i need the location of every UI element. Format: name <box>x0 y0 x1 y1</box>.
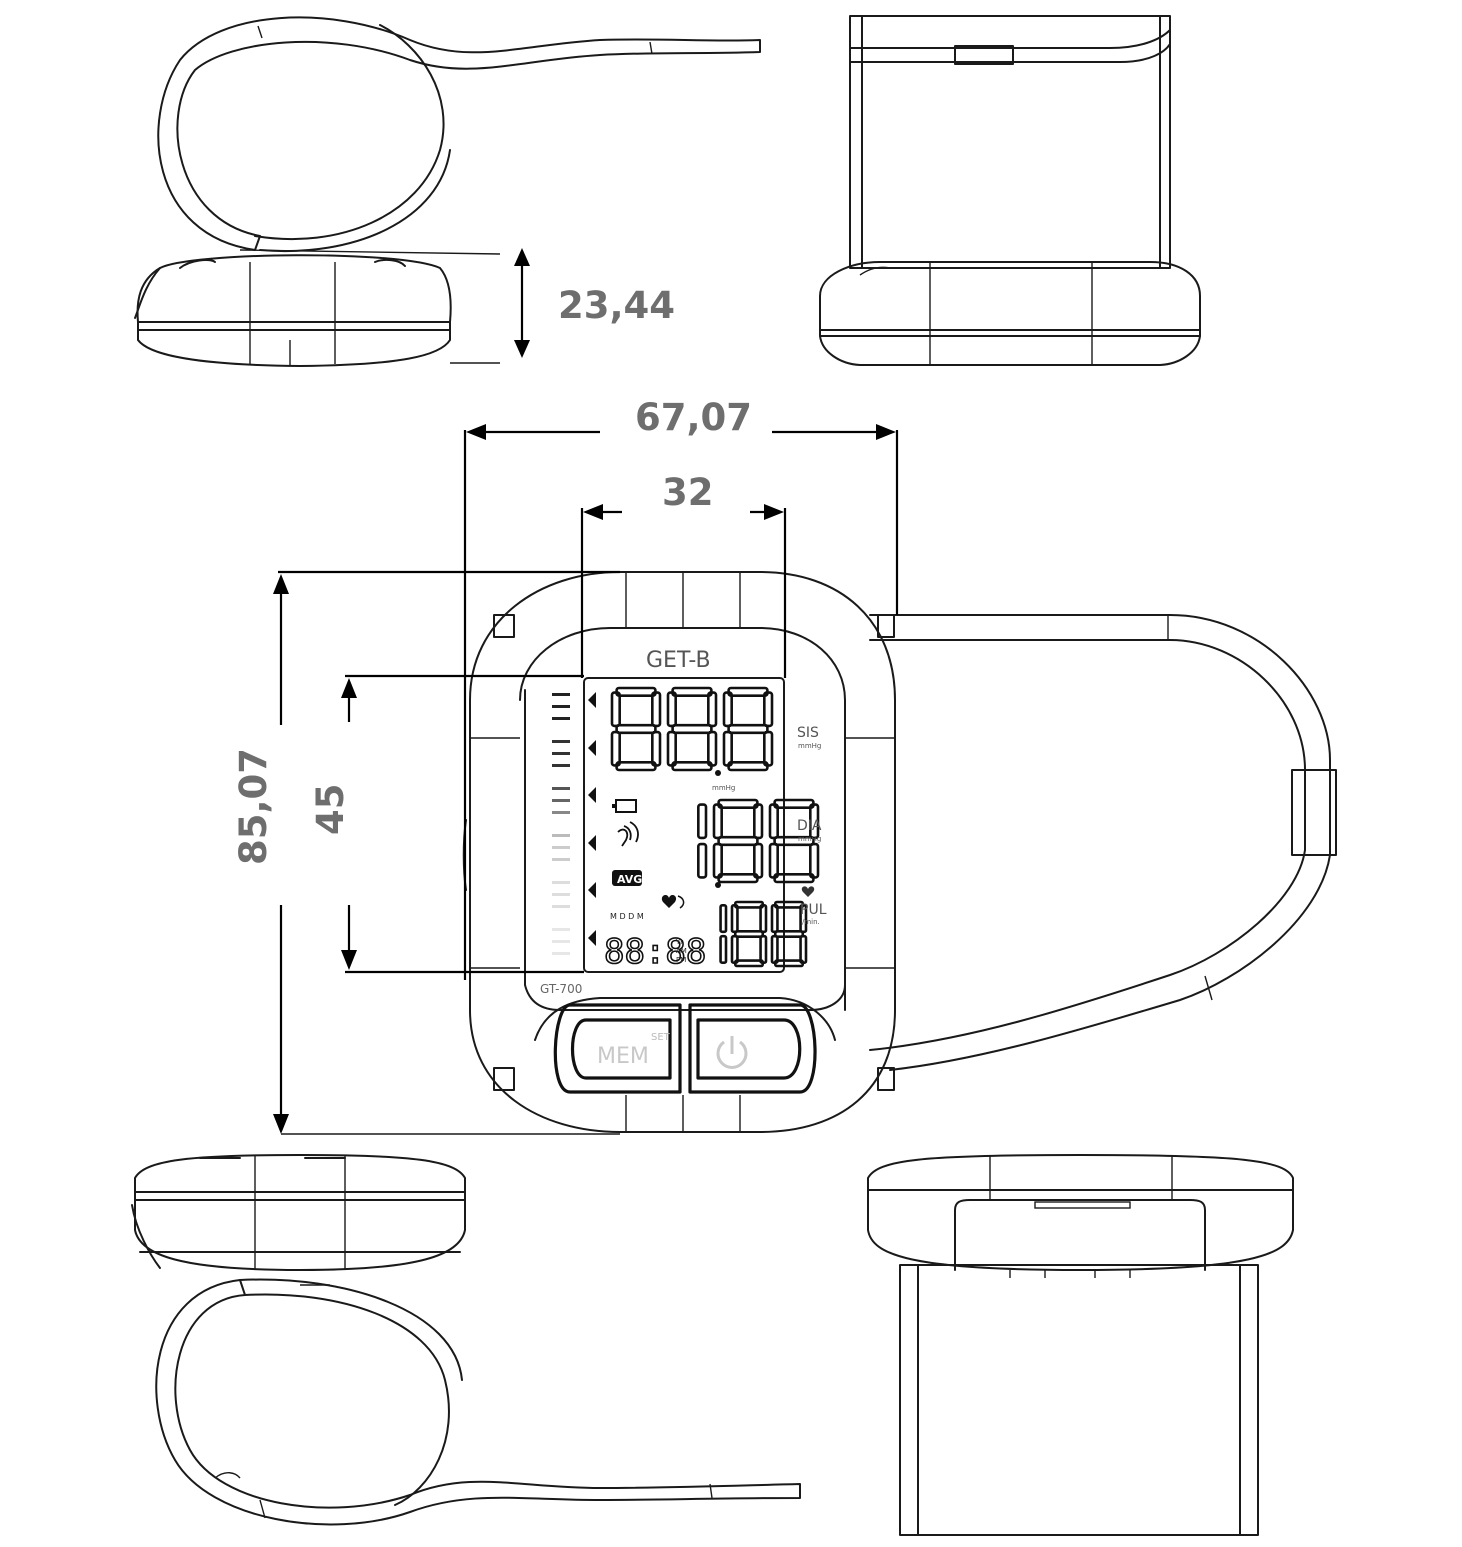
dia-digit-segment <box>773 798 815 809</box>
sys-digit-segment <box>615 723 657 735</box>
pulse-digit-segment <box>730 903 739 934</box>
level-indicator-bars <box>552 693 570 955</box>
lcd-digits <box>610 686 820 968</box>
sys-digit-segment <box>727 686 769 697</box>
pulse-digit-segment <box>719 903 728 934</box>
dia-digit-segment <box>773 835 815 847</box>
avg-badge-label: AVG <box>617 873 642 886</box>
sys-digit-segment <box>610 730 621 767</box>
overall-width-value: 67,07 <box>635 396 752 439</box>
pulse-digit-segment <box>799 934 808 965</box>
dia-digit-segment <box>697 803 708 840</box>
model-label: GT-700 <box>540 982 582 996</box>
side-view-bottom-left <box>131 1154 801 1526</box>
sys-digit-segment <box>707 691 718 728</box>
sys-digit-segment <box>763 730 774 767</box>
pulse-digit-segment <box>773 900 805 909</box>
sys-digit-segment <box>727 761 769 772</box>
sys-unit: mmHg <box>798 742 821 750</box>
side-view-top-left <box>134 16 761 367</box>
dia-digit-segment <box>753 842 764 879</box>
sys-digit-segment <box>666 730 677 767</box>
heart-icon <box>661 895 677 908</box>
pulse-unit: /min. <box>802 918 820 926</box>
sys-label: SIS <box>797 725 819 741</box>
pulse-digit-segment <box>770 934 779 965</box>
sys-digit-segment <box>727 723 769 735</box>
sys-digit-segment <box>671 686 713 697</box>
dia-label: DIA <box>797 818 822 834</box>
lcd-mmhg-label: mmHg <box>712 784 735 792</box>
pulse-digit-segment <box>773 959 805 968</box>
sys-digit-segment <box>707 730 718 767</box>
sys-digit-segment <box>610 691 621 728</box>
dia-digit-segment <box>717 798 759 809</box>
dimension-overall-height: 85,07 <box>232 570 620 1135</box>
pulse-digit-segment <box>759 903 768 934</box>
dimension-base-height: 23,44 <box>514 248 675 358</box>
power-icon <box>716 1036 748 1069</box>
pulse-digit-segment <box>733 900 765 909</box>
sys-digit-segment <box>671 723 713 735</box>
dimension-screen-width: 32 <box>580 471 787 678</box>
dimension-screen-height: 45 <box>309 674 584 974</box>
pulse-digit-segment <box>730 934 739 965</box>
mem-button-label: MEM <box>597 1044 649 1069</box>
battery-icon <box>615 799 637 813</box>
sys-digit-segment <box>763 691 774 728</box>
sys-digit-segment <box>651 691 662 728</box>
pulse-digit-segment <box>759 934 768 965</box>
front-view-center: GET-B <box>462 571 1337 1133</box>
avg-badge <box>612 870 642 886</box>
am-label: AM <box>676 947 687 955</box>
pulse-digit-segment <box>733 959 765 968</box>
dia-digit-segment <box>809 842 820 879</box>
dia-digit-segment <box>712 842 723 879</box>
pulse-digit-segment <box>733 929 765 939</box>
dia-digit-segment <box>773 873 815 884</box>
back-view-top-right <box>819 15 1201 366</box>
sys-digit-segment <box>666 691 677 728</box>
date-labels: M D D M <box>610 912 644 921</box>
year-label: Yr <box>675 938 683 946</box>
sys-digit-segment <box>651 730 662 767</box>
screen-width-value: 32 <box>662 471 714 514</box>
level-pointer-arrows <box>588 692 596 946</box>
dia-unit: mmHg <box>798 835 821 843</box>
power-button[interactable] <box>688 1003 817 1094</box>
sys-digit-segment <box>671 761 713 772</box>
date-time-digits: 88:88 <box>604 932 706 972</box>
sys-digit-segment <box>722 691 733 728</box>
dia-digit-segment <box>717 873 759 884</box>
pulse-digit-segment <box>719 934 728 965</box>
sys-digit-segment <box>615 686 657 697</box>
mem-button[interactable]: MEM SET <box>553 1003 682 1094</box>
brand-logo: GET-B <box>646 648 711 673</box>
back-view-bottom-right <box>867 1154 1294 1536</box>
dia-digit-segment <box>717 835 759 847</box>
dia-digit-segment <box>768 803 779 840</box>
screen-height-value: 45 <box>309 784 352 836</box>
pm-label: PM <box>676 956 686 964</box>
overall-height-value: 85,07 <box>232 748 275 865</box>
sys-digit-segment <box>615 761 657 772</box>
dimension-overall-width: 67,07 <box>463 396 899 980</box>
pulse-heart-icon <box>801 886 815 897</box>
dia-digit-segment <box>753 803 764 840</box>
irregular-heartbeat-icon <box>617 821 639 847</box>
base-height-value: 23,44 <box>558 284 675 327</box>
dia-digit-segment <box>697 842 708 879</box>
pulse-digit-segment <box>770 903 779 934</box>
set-label: SET <box>651 1032 671 1043</box>
pulse-digit-segment <box>773 929 805 939</box>
pulse-label: PUL <box>800 902 827 918</box>
dia-digit-segment <box>712 803 723 840</box>
dia-digit-segment <box>768 842 779 879</box>
sys-digit-segment <box>722 730 733 767</box>
